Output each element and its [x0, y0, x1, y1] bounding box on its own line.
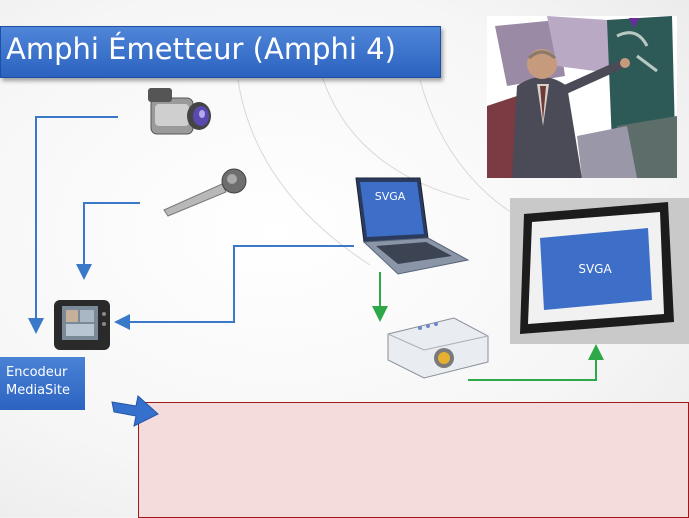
- output-box: [138, 402, 689, 518]
- microphone-icon: [163, 168, 247, 217]
- encoder-label: Encodeur MediaSite: [0, 357, 85, 410]
- block-arrow-icon: [111, 395, 159, 427]
- projector-to-screen-line: [468, 344, 604, 381]
- encoder-label-line-1: Encodeur: [6, 365, 68, 380]
- lecturer-clipart: [487, 16, 677, 178]
- laptop-screen-label: SVGA: [374, 190, 406, 203]
- encoder-device-icon: [54, 300, 110, 350]
- camera-to-encoder-line: [28, 116, 118, 334]
- mic-to-encoder-line: [76, 202, 140, 280]
- title-bar: [0, 26, 441, 78]
- video-camera-icon: [148, 88, 211, 135]
- laptop-icon: [355, 177, 470, 275]
- projection-screen-label: SVGA: [578, 262, 612, 276]
- projection-screen-icon: [520, 202, 674, 334]
- slide-title: Amphi Émetteur (Amphi 4): [6, 32, 396, 66]
- projector-icon: [387, 317, 489, 379]
- laptop-to-encoder-line: [114, 245, 354, 330]
- encoder-label-line-2: MediaSite: [6, 383, 71, 398]
